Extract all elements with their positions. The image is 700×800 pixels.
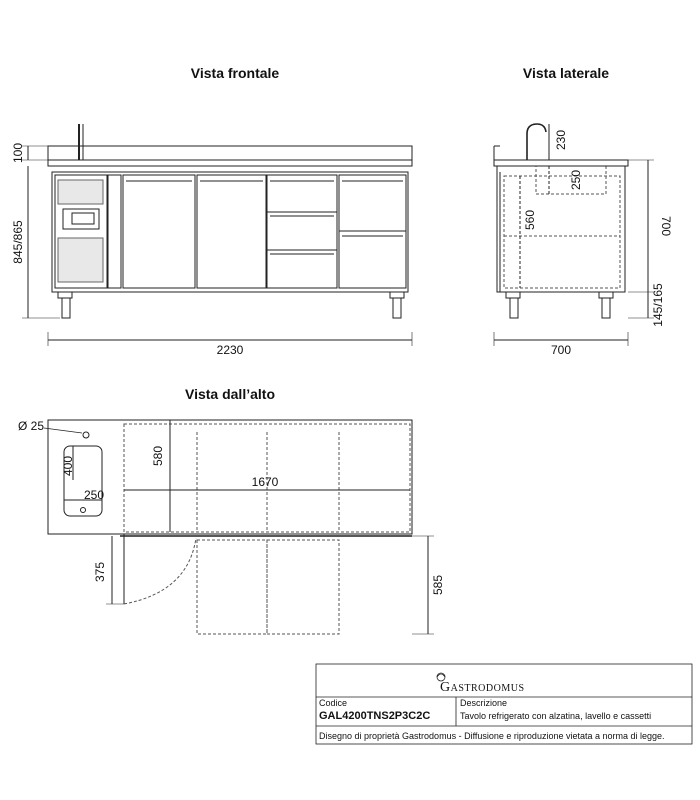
side-feet-dim: 145/165 bbox=[651, 283, 665, 327]
ownership-footer: Disegno di proprietà Gastrodomus - Diffu… bbox=[319, 731, 665, 741]
top-door-swing-dim: 375 bbox=[93, 562, 107, 582]
top-hole-leader bbox=[43, 427, 83, 434]
front-width-dim: 2230 bbox=[217, 343, 244, 357]
top-view-title: Vista dall’alto bbox=[185, 386, 275, 402]
front-upstand-dim: 100 bbox=[11, 143, 25, 163]
side-inner-dim: 560 bbox=[523, 210, 537, 230]
code-label: Codice bbox=[319, 698, 347, 708]
top-depth-dim: 580 bbox=[151, 446, 165, 466]
side-width-dim: 700 bbox=[551, 343, 571, 357]
top-sink-depth-dim: 400 bbox=[61, 456, 75, 476]
description-value: Tavolo refrigerato con alzatina, lavello… bbox=[460, 711, 651, 721]
top-sink-width-dim: 250 bbox=[84, 488, 104, 502]
front-height-dim: 845/865 bbox=[11, 220, 25, 264]
top-view bbox=[47, 419, 434, 635]
description-label: Descrizione bbox=[460, 698, 507, 708]
top-drawer-pull-dim: 585 bbox=[431, 575, 445, 595]
front-view-title: Vista frontale bbox=[191, 65, 280, 81]
side-faucet-dim: 230 bbox=[554, 130, 568, 150]
side-basin-dim: 250 bbox=[569, 170, 583, 190]
side-view bbox=[493, 123, 654, 346]
top-hole-dim: Ø 25 bbox=[18, 419, 44, 433]
top-inner-width-dim: 1670 bbox=[252, 475, 279, 489]
side-view-title: Vista laterale bbox=[523, 65, 609, 81]
front-view bbox=[22, 124, 413, 346]
side-height-dim: 700 bbox=[659, 216, 673, 236]
brand-logo-text: Gastrodomus bbox=[440, 680, 525, 695]
code-value: GAL4200TNS2P3C2C bbox=[319, 710, 430, 722]
title-block bbox=[315, 663, 693, 745]
